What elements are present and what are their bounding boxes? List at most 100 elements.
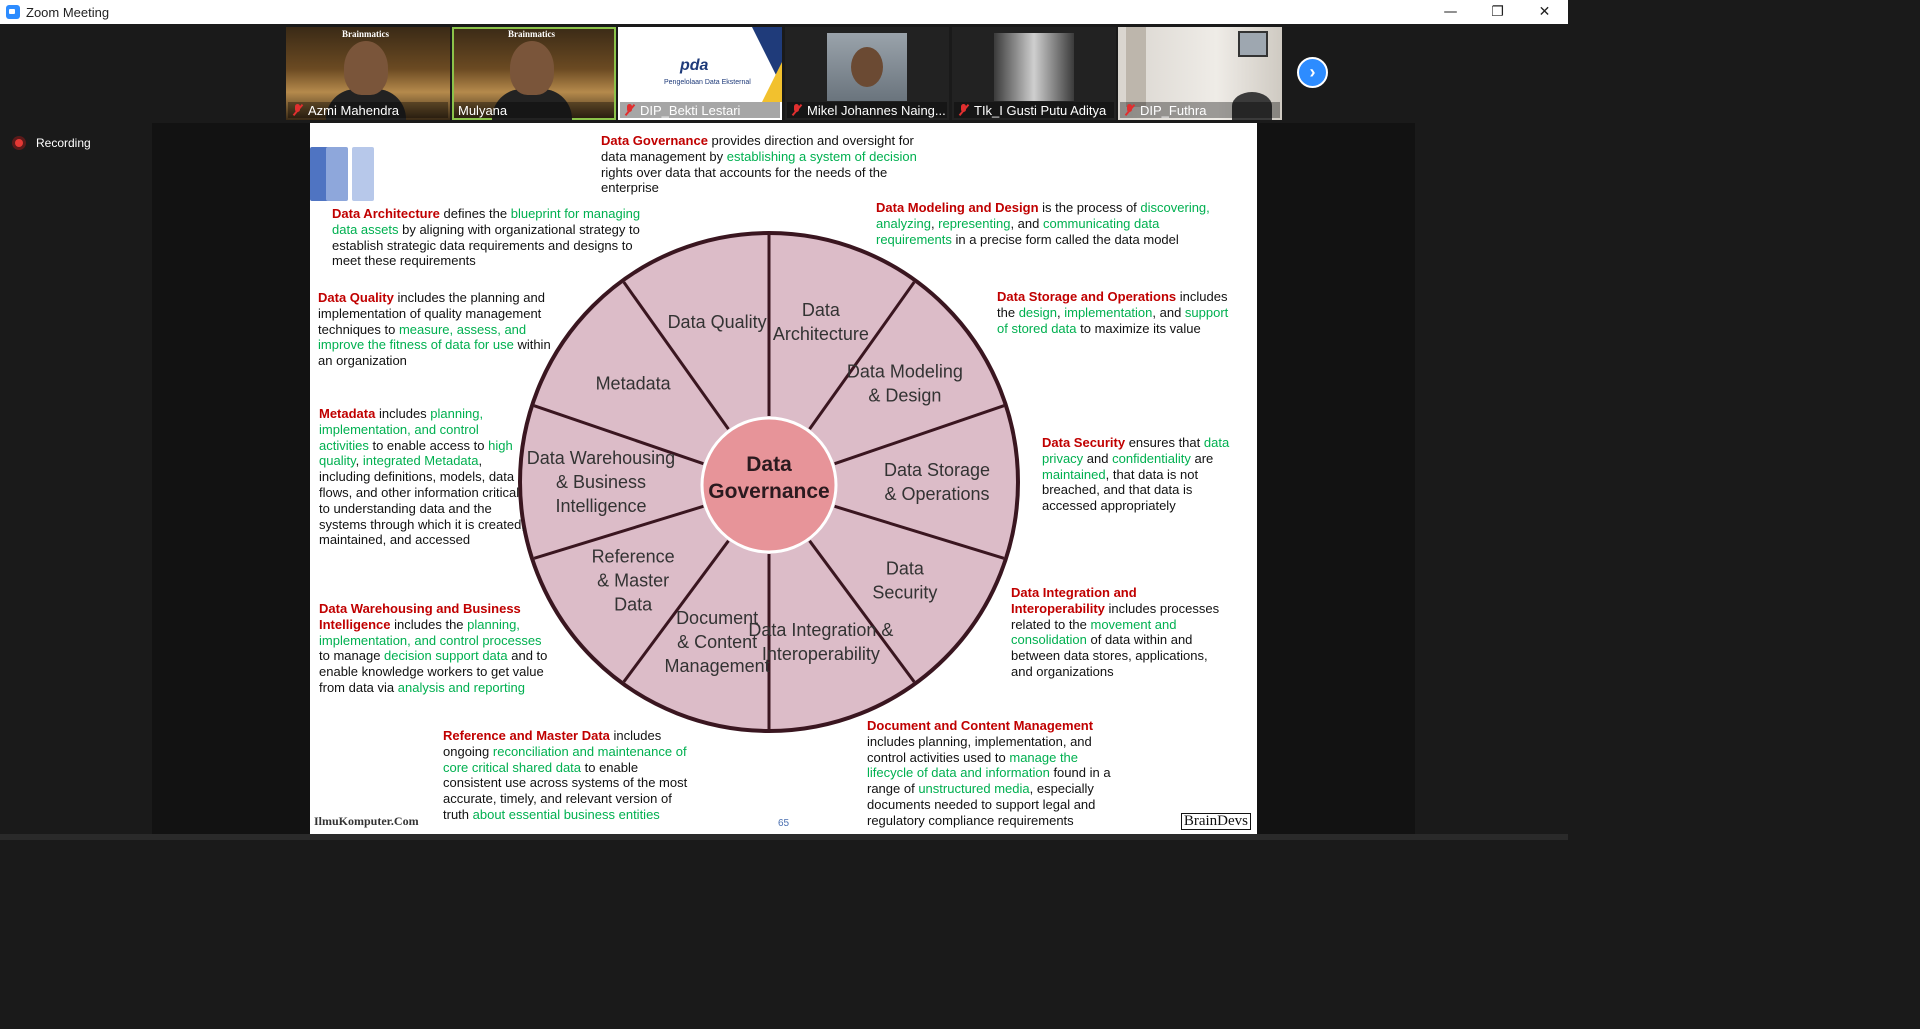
participant-tile[interactable]: TIk_I Gusti Putu Aditya: [952, 27, 1116, 120]
segment-label-line: Data Warehousing: [527, 448, 675, 468]
segment-label-line: Management: [665, 656, 770, 676]
wheel-spoke: [533, 404, 704, 466]
segment-label-line: & Operations: [884, 484, 989, 504]
segment-label-line: Data: [802, 300, 841, 320]
desc-document-content: Document and Content Management includes…: [867, 718, 1111, 828]
participant-name-bar: DIP_Futhra: [1120, 102, 1280, 118]
segment-label-line: Data Modeling: [847, 361, 963, 381]
video-background: [1126, 27, 1146, 107]
video-person: [1232, 92, 1272, 120]
video-background: [1238, 31, 1268, 57]
segment-label-line: Data Storage: [884, 460, 990, 480]
desc-data-security: Data Security ensures that data privacy …: [1042, 435, 1230, 514]
participant-name-bar: TIk_I Gusti Putu Aditya: [954, 102, 1114, 118]
segment-label-line: Interoperability: [762, 644, 880, 664]
desc-data-architecture: Data Architecture defines the blueprint …: [332, 206, 641, 269]
participant-tile-active-speaker[interactable]: Brainmatics Mulyana: [452, 27, 616, 120]
wheel-spokes: [533, 235, 1005, 729]
participant-tile[interactable]: DIP_Futhra: [1118, 27, 1282, 120]
segment-label-line: Security: [872, 583, 937, 603]
participant-name: Azmi Mahendra: [308, 102, 400, 118]
desc-metadata: Metadata includes planning, implementati…: [319, 406, 525, 548]
segment-label-line: Data Integration &: [748, 620, 893, 640]
window-controls: — ❐ ✕: [1427, 0, 1568, 24]
brand-watermark: Brainmatics: [342, 29, 389, 39]
restore-button[interactable]: ❐: [1491, 4, 1504, 20]
wheel-spoke: [808, 539, 916, 683]
participant-name-bar: Azmi Mahendra: [288, 102, 448, 118]
segment-label-line: Document: [676, 608, 758, 628]
mic-muted-icon: [791, 104, 803, 116]
wheel-spoke: [622, 539, 730, 683]
video-person: [851, 47, 883, 87]
participant-tile[interactable]: Brainmatics Azmi Mahendra: [286, 27, 450, 120]
footer-brand-logo: BrainDevs: [1180, 813, 1251, 830]
segment-label-line: & Master: [597, 571, 669, 591]
center-label-line: Governance: [708, 480, 829, 503]
segment-label-line: Data Quality: [668, 312, 767, 332]
center-label-line: Data: [746, 453, 792, 476]
desc-data-quality: Data Quality includes the planning and i…: [318, 290, 551, 369]
bottom-edge: [0, 834, 1568, 840]
window-titlebar: Zoom Meeting — ❐ ✕: [0, 0, 1568, 24]
desc-data-warehousing: Data Warehousing and Business Intelligen…: [319, 601, 548, 695]
segment-label-line: Metadata: [596, 373, 672, 393]
segment-label-line: Data: [886, 559, 925, 579]
recording-dot-icon: [12, 136, 26, 150]
video-person: [344, 41, 388, 95]
brand-watermark: Brainmatics: [508, 29, 555, 39]
participant-tile[interactable]: Mikel Johannes Naing...: [785, 27, 949, 120]
segment-label-line: & Content: [677, 632, 757, 652]
desc-data-modeling: Data Modeling and Design is the process …: [876, 200, 1210, 247]
video-feed: [827, 33, 907, 101]
footer-source-logo: IlmuKomputer.Com: [314, 814, 419, 828]
participant-name-bar: DIP_Bekti Lestari: [620, 102, 780, 118]
segment-label-line: Reference: [592, 547, 675, 567]
recording-indicator[interactable]: Recording: [12, 134, 91, 152]
participant-name: DIP_Futhra: [1140, 102, 1207, 118]
segment-label-line: Intelligence: [555, 496, 646, 516]
segment-label-line: Data: [614, 595, 653, 615]
mic-muted-icon: [624, 104, 636, 116]
pda-logo: pda: [680, 57, 709, 74]
desc-data-storage: Data Storage and Operations includes the…: [997, 289, 1229, 336]
desc-reference-master-data: Reference and Master Data includes ongoi…: [443, 728, 688, 822]
participant-name-bar: Mulyana: [454, 102, 614, 118]
participant-name: Mikel Johannes Naing...: [807, 102, 946, 118]
wheel-spoke: [834, 504, 1005, 560]
participant-tile[interactable]: pda Pengelolaan Data Eksternal DIP_Bekti…: [618, 27, 782, 120]
participant-name: Mulyana: [458, 102, 508, 118]
mic-muted-icon: [1124, 104, 1136, 116]
wheel-spoke: [834, 404, 1005, 466]
wheel-spoke: [808, 281, 916, 431]
recording-label: Recording: [36, 136, 91, 150]
decor-bar: [326, 147, 348, 201]
desc-data-integration: Data Integration and Interoperability in…: [1011, 585, 1220, 679]
desc-data-governance: Data Governance provides direction and o…: [601, 133, 917, 196]
video-person: [510, 41, 554, 95]
segment-label-line: Architecture: [773, 324, 869, 344]
wheel-center-circle: [700, 416, 838, 554]
video-feed: [994, 33, 1074, 101]
wheel-spoke: [533, 504, 704, 560]
decor-bar: [352, 147, 374, 201]
zoom-app-icon: [6, 5, 20, 19]
participant-strip: Brainmatics Azmi Mahendra Brainmatics Mu…: [0, 24, 1568, 122]
decor-shape: [762, 62, 782, 102]
participant-name: DIP_Bekti Lestari: [640, 102, 741, 118]
segment-label-line: & Design: [868, 385, 941, 405]
segment-label-line: & Business: [556, 472, 646, 492]
window-title: Zoom Meeting: [26, 4, 110, 20]
wheel-spoke: [622, 281, 730, 431]
next-page-arrow-icon[interactable]: ›: [1297, 57, 1328, 88]
mic-muted-icon: [292, 104, 304, 116]
close-button[interactable]: ✕: [1538, 4, 1551, 20]
slide-page-number: 65: [778, 818, 790, 829]
pda-subtitle: Pengelolaan Data Eksternal: [664, 79, 751, 86]
mic-muted-icon: [958, 104, 970, 116]
participant-name: TIk_I Gusti Putu Aditya: [974, 102, 1107, 118]
minimize-button[interactable]: —: [1443, 4, 1458, 20]
